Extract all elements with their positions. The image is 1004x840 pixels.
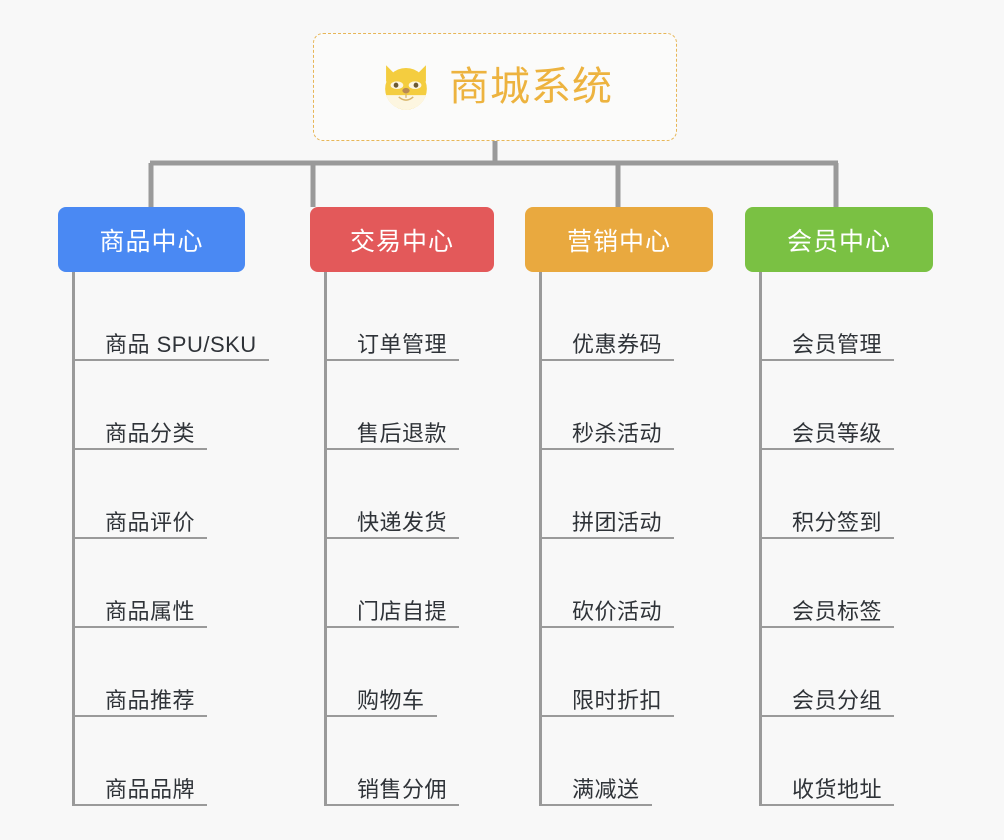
list-item[interactable]: 快递发货 [324,450,494,539]
list-item[interactable]: 购物车 [324,628,494,717]
category-header-product[interactable]: 商品中心 [58,207,245,272]
leaf-label: 收货地址 [792,776,883,802]
list-item[interactable]: 商品推荐 [72,628,257,717]
list-item[interactable]: 商品属性 [72,539,257,628]
list-item[interactable]: 优惠券码 [539,272,713,361]
leaf-list-product: 商品 SPU/SKU 商品分类 商品评价 商品属性 商品推荐 商品品牌 [58,272,269,806]
list-item[interactable]: 砍价活动 [539,539,713,628]
leaf-label: 会员标签 [792,598,883,624]
leaf-list-member: 会员管理 会员等级 积分签到 会员标签 会员分组 收货地址 [745,272,933,806]
leaf-rule [759,715,895,717]
category-title: 交易中心 [349,227,454,256]
list-item[interactable]: 拼团活动 [539,450,713,539]
list-item[interactable]: 会员标签 [759,539,933,628]
root-title: 商城系统 [449,65,613,109]
list-item[interactable]: 秒杀活动 [539,361,713,450]
leaf-label: 砍价活动 [572,598,663,624]
leaf-list-marketing: 优惠券码 秒杀活动 拼团活动 砍价活动 限时折扣 满减送 [525,272,713,806]
leaf-rule [324,448,460,450]
leaf-label: 商品属性 [105,598,196,624]
category-title: 会员中心 [786,227,891,256]
leaf-label: 优惠券码 [572,331,663,357]
list-item[interactable]: 商品评价 [72,450,257,539]
leaf-label: 限时折扣 [572,687,663,713]
leaf-label: 商品品牌 [105,776,196,802]
category-column-product: 商品中心 商品 SPU/SKU 商品分类 商品评价 商品属性 商品推荐 [58,207,269,806]
leaf-rule [72,448,208,450]
leaf-rule [759,626,895,628]
category-column-trade: 交易中心 订单管理 售后退款 快递发货 门店自提 购物车 [310,207,494,806]
list-item[interactable]: 门店自提 [324,539,494,628]
list-item[interactable]: 售后退款 [324,361,494,450]
list-item[interactable]: 会员管理 [759,272,933,361]
leaf-rule [759,448,895,450]
category-header-marketing[interactable]: 营销中心 [525,207,713,272]
leaf-label: 会员分组 [792,687,883,713]
leaf-rule [759,359,895,361]
list-item[interactable]: 商品分类 [72,361,257,450]
category-header-trade[interactable]: 交易中心 [310,207,494,272]
leaf-rule [539,715,675,717]
list-item[interactable]: 满减送 [539,717,713,806]
list-item[interactable]: 销售分佣 [324,717,494,806]
list-item[interactable]: 限时折扣 [539,628,713,717]
leaf-label: 售后退款 [357,420,448,446]
leaf-rule [324,359,460,361]
leaf-label: 购物车 [357,687,425,713]
leaf-rule [324,804,460,806]
leaf-label: 销售分佣 [357,776,448,802]
category-column-marketing: 营销中心 优惠券码 秒杀活动 拼团活动 砍价活动 限时折扣 [525,207,713,806]
leaf-rule [72,626,208,628]
leaf-rule [539,359,675,361]
category-header-member[interactable]: 会员中心 [745,207,933,272]
leaf-rule [539,448,675,450]
leaf-label: 商品分类 [105,420,196,446]
leaf-label: 商品评价 [105,509,196,535]
leaf-label: 拼团活动 [572,509,663,535]
leaf-rule [72,804,208,806]
leaf-label: 订单管理 [357,331,448,357]
leaf-label: 门店自提 [357,598,448,624]
list-item[interactable]: 商品 SPU/SKU [72,272,269,361]
category-title: 商品中心 [99,227,204,256]
leaf-rule [72,537,208,539]
list-item[interactable]: 积分签到 [759,450,933,539]
leaf-label: 满减送 [572,776,640,802]
list-item[interactable]: 订单管理 [324,272,494,361]
leaf-rule [72,359,269,361]
leaf-list-trade: 订单管理 售后退款 快递发货 门店自提 购物车 销售分佣 [310,272,494,806]
leaf-rule [759,537,895,539]
root-node[interactable]: 商城系统 [313,33,677,141]
list-item[interactable]: 会员分组 [759,628,933,717]
leaf-rule [324,626,460,628]
leaf-rule [324,715,437,717]
list-item[interactable]: 收货地址 [759,717,933,806]
category-title: 营销中心 [566,227,671,256]
list-item[interactable]: 会员等级 [759,361,933,450]
category-column-member: 会员中心 会员管理 会员等级 积分签到 会员标签 会员分组 [745,207,933,806]
list-item[interactable]: 商品品牌 [72,717,257,806]
leaf-label: 积分签到 [792,509,883,535]
leaf-label: 秒杀活动 [572,420,663,446]
leaf-label: 会员管理 [792,331,883,357]
leaf-rule [539,804,652,806]
leaf-rule [539,537,675,539]
leaf-label: 快递发货 [357,509,448,535]
leaf-rule [324,537,460,539]
leaf-label: 商品推荐 [105,687,196,713]
leaf-label: 会员等级 [792,420,883,446]
leaf-label: 商品 SPU/SKU [105,331,257,357]
shiba-dog-icon [385,65,427,110]
leaf-rule [539,626,675,628]
leaf-rule [759,804,895,806]
leaf-rule [72,715,208,717]
